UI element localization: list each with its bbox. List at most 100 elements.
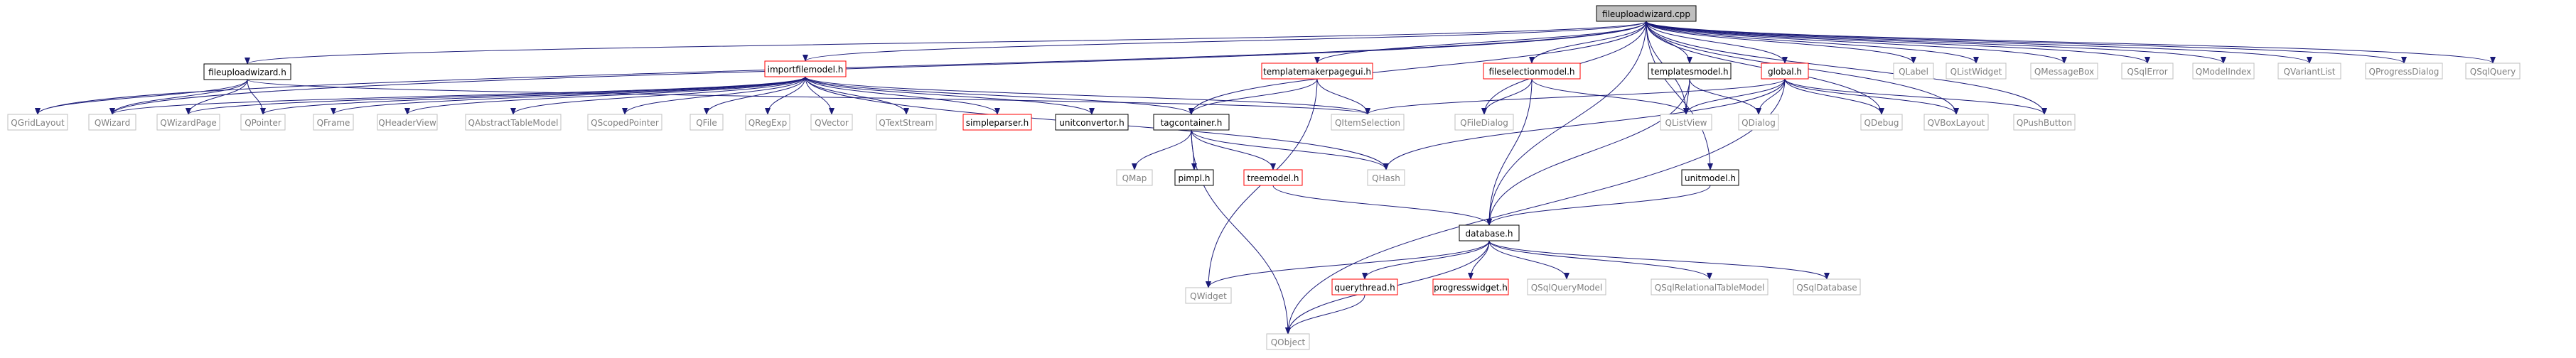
node-importfilemodel-h[interactable]: importfilemodel.h: [764, 60, 847, 77]
node-label: QProgressDialog: [2369, 67, 2440, 77]
edge-fileselectionmodel-h-to-database-h: [1486, 78, 1533, 226]
node-box: [1860, 114, 1903, 131]
node-qwizard: QWizard: [88, 114, 136, 131]
node-box: [1793, 278, 1861, 295]
edge-fileuploadwizard-h-to-qwizard: [109, 79, 248, 115]
node-box: [377, 114, 438, 131]
node-qwizardpage: QWizardPage: [156, 114, 220, 131]
node-label: QSqlError: [2127, 67, 2167, 77]
node-templatemakerpagegui-h[interactable]: templatemakerpagegui.h: [1261, 63, 1373, 80]
edge-global-h-to-qvboxlayout: [1784, 78, 1959, 115]
node-database-h[interactable]: database.h: [1459, 224, 1520, 242]
edge-database-h-to-qsqldatabase: [1488, 240, 1830, 280]
node-box: [465, 114, 562, 131]
node-qlistview: QListView: [1660, 114, 1712, 131]
node-label: QModelIndex: [2196, 67, 2252, 77]
node-label: QScopedPointer: [591, 118, 659, 128]
node-fileuploadwizard-h[interactable]: fileuploadwizard.h: [203, 63, 291, 80]
edge-global-h-to-qpushbutton: [1784, 78, 2047, 115]
edge-fileuploadwizard-cpp-to-templatemakerpagegui-h: [1314, 21, 1647, 64]
edge-templatesmodel-h-to-database-h: [1486, 78, 1690, 226]
node-box: [2030, 63, 2098, 80]
node-box: [1651, 278, 1769, 295]
edge-fileuploadwizard-cpp-to-qmodelindex: [1646, 21, 2226, 64]
node-querythread-h[interactable]: querythread.h: [1331, 278, 1398, 295]
node-global-h[interactable]: global.h: [1761, 63, 1809, 80]
edge-fileuploadwizard-cpp-to-qwizard: [109, 21, 1647, 115]
node-label: QGridLayout: [11, 118, 65, 128]
node-label: QSqlDatabase: [1796, 283, 1857, 293]
edge-fileuploadwizard-cpp-to-unitmodel-h: [1646, 21, 1713, 170]
node-label: QAbstractTableModel: [468, 118, 559, 128]
node-simpleparser-h[interactable]: simpleparser.h: [962, 114, 1032, 131]
edge-querythread-h-to-qobject: [1285, 294, 1365, 335]
node-label: QFile: [696, 118, 717, 128]
node-label: QFrame: [317, 118, 350, 128]
node-tagcontainer-h[interactable]: tagcontainer.h: [1153, 114, 1230, 131]
edge-importfilemodel-h-to-qabstracttablemodel: [510, 76, 806, 115]
edge-tagcontainer-h-to-qhash: [1191, 129, 1389, 170]
node-label: QSqlQuery: [2470, 67, 2516, 77]
edge-fileselectionmodel-h-to-qfiledialog: [1481, 78, 1533, 115]
edge-database-h-to-qwidget: [1206, 240, 1490, 288]
node-qhash: QHash: [1367, 169, 1405, 186]
node-progresswidget-h[interactable]: progresswidget.h: [1432, 278, 1509, 295]
node-box: [88, 114, 136, 131]
edge-fileselectionmodel-h-to-qlistview: [1531, 78, 1689, 115]
node-box: [1185, 287, 1232, 304]
edge-global-h-to-qdialog: [1756, 78, 1786, 115]
node-qobject: QObject: [1266, 333, 1310, 350]
node-box: [2121, 63, 2174, 80]
node-box: [1738, 114, 1779, 131]
node-unitconvertor-h[interactable]: unitconvertor.h: [1055, 114, 1129, 131]
node-box: [7, 114, 68, 131]
node-box: [587, 114, 662, 131]
node-box: [876, 114, 937, 131]
node-qheaderview: QHeaderView: [377, 114, 438, 131]
edge-fileuploadwizard-cpp-to-importfilemodel-h: [803, 21, 1647, 62]
node-qlistwidget: QListWidget: [1946, 63, 2007, 80]
node-templatesmodel-h[interactable]: templatesmodel.h: [1648, 63, 1732, 80]
node-label: QPushButton: [2017, 118, 2072, 128]
node-label: progresswidget.h: [1434, 283, 1508, 293]
edge-importfilemodel-h-to-qtextstream: [805, 76, 909, 115]
edge-fileuploadwizard-h-to-qitemselection: [247, 79, 1370, 115]
node-label: templatemakerpagegui.h: [1263, 67, 1371, 77]
node-qlabel: QLabel: [1893, 63, 1934, 80]
node-box: [1893, 63, 1934, 80]
node-label: QMessageBox: [2034, 67, 2094, 77]
edge-treemodel-h-to-database-h: [1272, 185, 1492, 226]
node-qmodelindex: QModelIndex: [2192, 63, 2255, 80]
node-box: [2277, 63, 2341, 80]
edges-layer: [35, 21, 2496, 335]
node-label: QPointer: [245, 118, 281, 128]
node-label: global.h: [1768, 67, 1802, 77]
node-label: QDebug: [1864, 118, 1899, 128]
node-qsqlrelationaltablemodel: QSqlRelationalTableModel: [1651, 278, 1769, 295]
node-box: [1116, 169, 1153, 186]
node-box: [1459, 224, 1520, 242]
node-pimpl-h[interactable]: pimpl.h: [1174, 169, 1214, 186]
node-qfiledialog: QFileDialog: [1454, 114, 1514, 131]
edge-importfilemodel-h-to-qheaderview: [404, 76, 806, 115]
node-qgridlayout: QGridLayout: [7, 114, 68, 131]
node-qitemselection: QItemSelection: [1331, 114, 1405, 131]
node-qfile: QFile: [689, 114, 724, 131]
edge-fileuploadwizard-h-to-qgridlayout: [35, 79, 248, 115]
node-label: simpleparser.h: [966, 118, 1029, 128]
node-qmap: QMap: [1116, 169, 1153, 186]
edge-fileuploadwizard-cpp-to-qsqlerror: [1646, 21, 2150, 64]
node-unitmodel-h[interactable]: unitmodel.h: [1681, 169, 1739, 186]
node-box: [1946, 63, 2007, 80]
node-fileuploadwizard-cpp[interactable]: fileuploadwizard.cpp: [1596, 5, 1697, 22]
node-box: [810, 114, 853, 131]
node-treemodel-h[interactable]: treemodel.h: [1243, 169, 1303, 186]
edge-fileuploadwizard-cpp-to-qlistwidget: [1646, 21, 1979, 64]
edge-database-h-to-progresswidget-h: [1468, 240, 1490, 280]
node-fileselectionmodel-h[interactable]: fileselectionmodel.h: [1483, 63, 1581, 80]
node-box: [1266, 333, 1310, 350]
node-label: QLabel: [1899, 67, 1928, 77]
node-qpushbutton: QPushButton: [2013, 114, 2076, 131]
node-box: [2192, 63, 2255, 80]
edge-importfilemodel-h-to-qfile: [704, 76, 806, 115]
